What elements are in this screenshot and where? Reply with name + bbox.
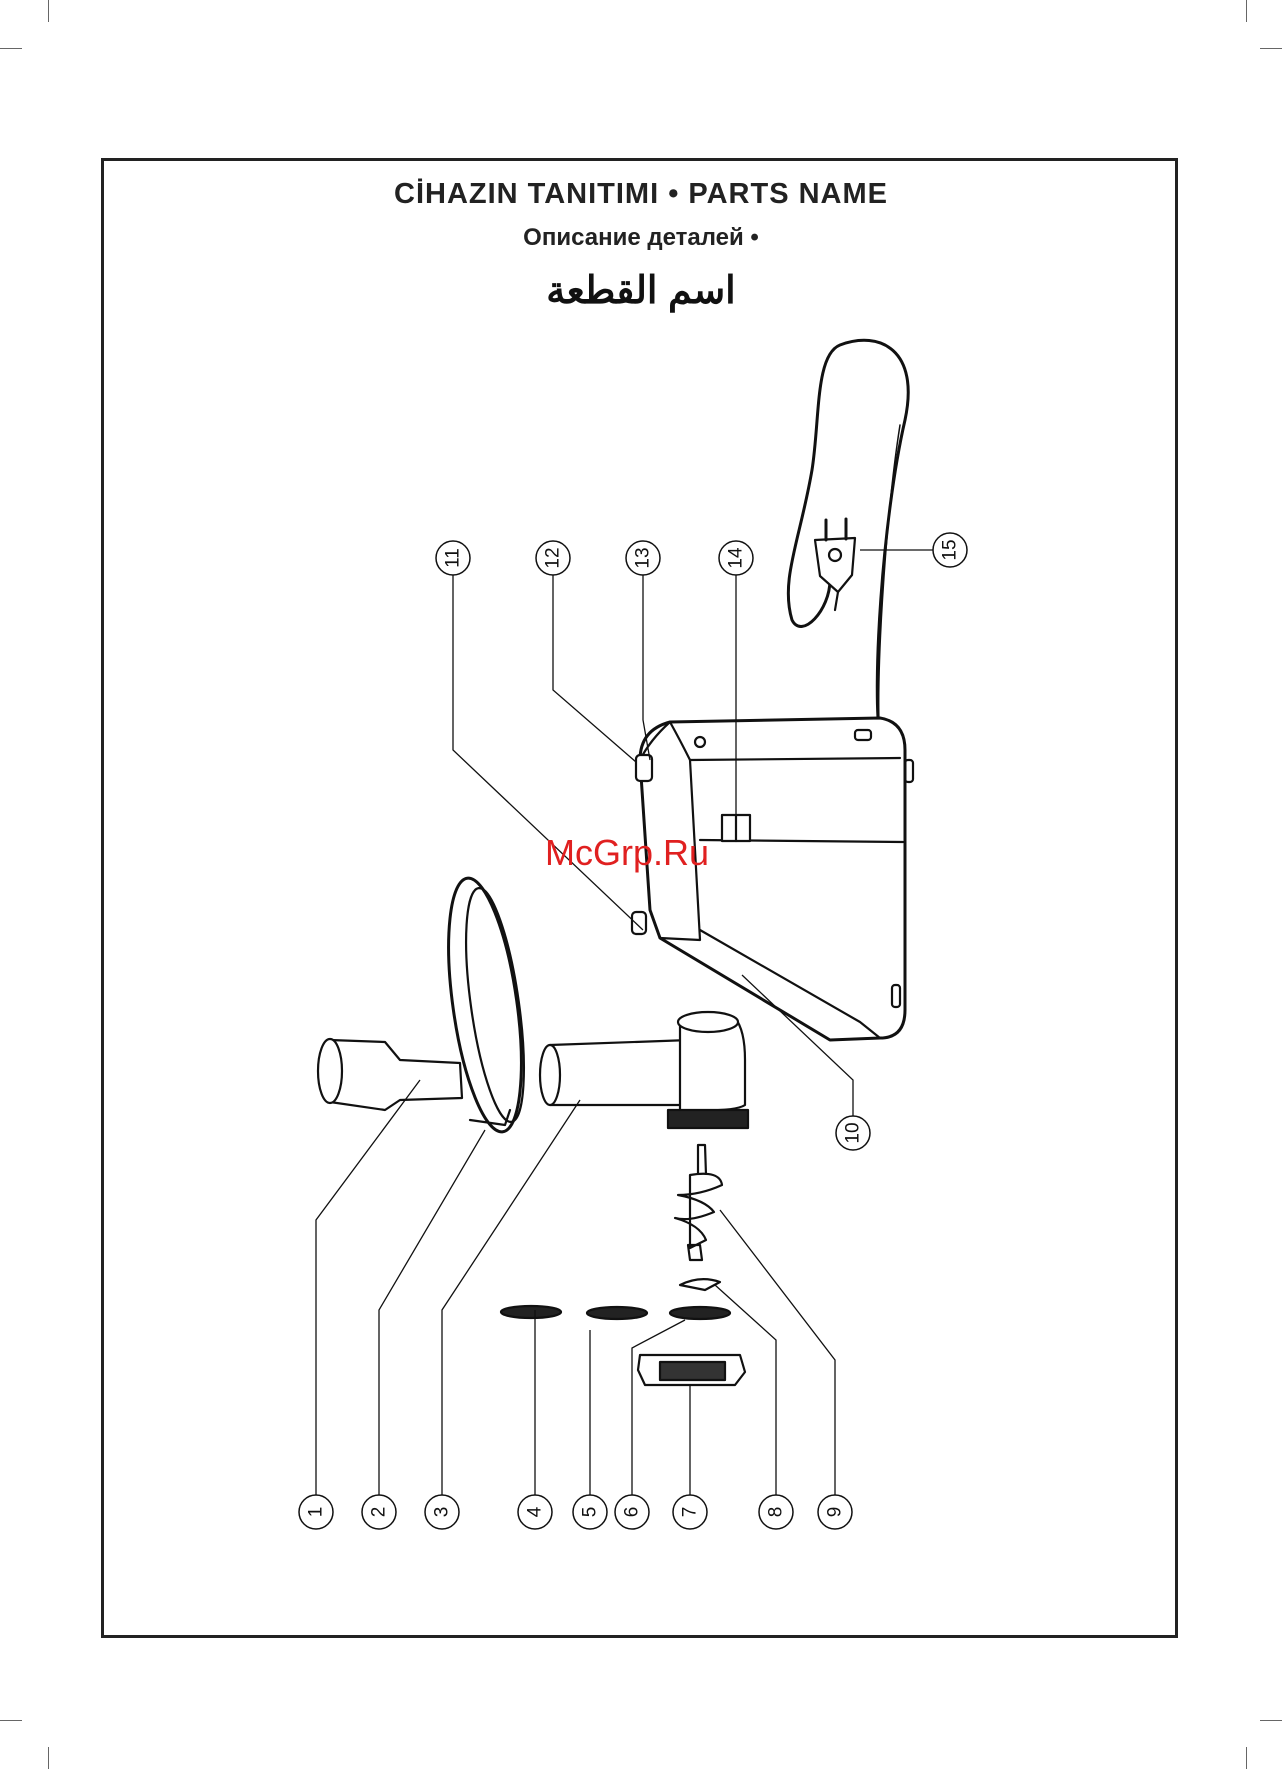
worm-screw [675, 1145, 722, 1260]
callout-3: 3 [432, 1507, 453, 1518]
food-pusher [318, 1039, 462, 1110]
callout-15: 15 [940, 539, 961, 560]
plug-icon [815, 519, 855, 610]
callout-1: 1 [306, 1507, 327, 1518]
plate-fine [501, 1306, 561, 1318]
grinder-head [540, 1012, 748, 1128]
callout-9: 9 [825, 1507, 846, 1518]
callout-2: 2 [369, 1507, 390, 1518]
plate-medium [587, 1307, 647, 1319]
callout-6: 6 [622, 1507, 643, 1518]
release-button-icon [632, 912, 646, 934]
callout-7: 7 [680, 1507, 701, 1518]
watermark: McGrp.Ru [545, 832, 709, 874]
motor-housing [632, 718, 913, 1040]
callout-4: 4 [525, 1506, 546, 1517]
cutter-blade [680, 1279, 720, 1290]
callout-10: 10 [843, 1122, 864, 1143]
callout-5: 5 [580, 1507, 601, 1518]
ring-nut [638, 1355, 745, 1385]
plate-coarse [670, 1307, 730, 1319]
callout-12: 12 [543, 547, 564, 568]
callout-13: 13 [633, 547, 654, 568]
callout-14: 14 [726, 547, 747, 569]
callout-11: 11 [443, 548, 464, 568]
callout-8: 8 [766, 1507, 787, 1518]
